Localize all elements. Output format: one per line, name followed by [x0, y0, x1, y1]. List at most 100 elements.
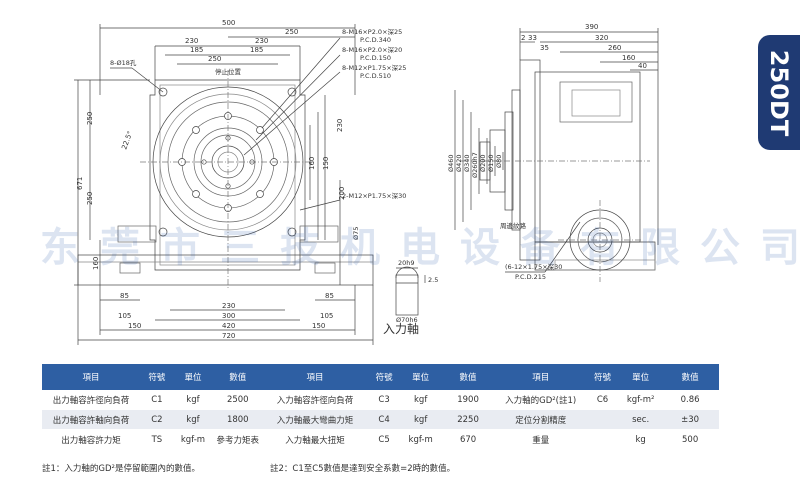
table-cell: 0.86: [661, 390, 719, 410]
table-cell: kgf-m: [401, 429, 440, 450]
table-cell: 2250: [439, 409, 497, 430]
spec-header-row: 項目 符號 單位 數值 項目 符號 單位 數值 項目 符號 單位 數值: [42, 364, 719, 390]
footnote-2: 註2：C1至C5數值是達到安全系數=2時的數值。: [270, 464, 456, 474]
side-callout-pcd: P.C.D.215: [515, 273, 546, 281]
table-cell: C1: [139, 390, 174, 410]
table-cell: 入力軸的GD²(註1): [496, 390, 585, 410]
table-cell: 1800: [212, 409, 264, 430]
dia-420: Ø420: [455, 154, 463, 172]
dim-185-top: 185: [190, 46, 203, 54]
side-callout: (6-12×1.75×深30: [505, 262, 562, 271]
dim-150-bottom-right: 150: [312, 322, 325, 330]
table-cell: C4: [366, 409, 402, 430]
dim-720: 720: [222, 332, 235, 340]
dim-105-left: 105: [118, 312, 131, 320]
table-row: 出力軸容許力矩 TS kgf-m 參考力矩表 入力軸最大扭矩 C5 kgf-m …: [42, 429, 719, 450]
dim-250-left: 250: [86, 112, 94, 125]
shaft-section: [395, 266, 426, 316]
side-dimension-labels: 390 2 33 35 320 260 160 40 Ø460 Ø420 Ø34…: [447, 23, 647, 281]
header-value-2: 數值: [439, 364, 497, 390]
header-unit-3: 單位: [620, 364, 662, 390]
table-cell: 入力軸最大彎曲力矩: [263, 409, 367, 430]
dim-671: 671: [76, 177, 84, 190]
dim-150-bottom-left: 150: [128, 322, 141, 330]
header-symbol-2: 符號: [366, 364, 402, 390]
table-cell: 出力軸容許徑向負荷: [42, 390, 140, 410]
hole-callout: 8-Ø18孔: [110, 59, 137, 67]
dim-2: 2: [521, 34, 525, 42]
table-cell: ±30: [661, 409, 719, 430]
table-cell: kgf: [173, 390, 213, 410]
table-cell: TS: [139, 429, 174, 450]
shaft-labels: 20h9 2.5 Ø70h6 Ø75: [352, 227, 438, 324]
dim-320: 320: [595, 34, 608, 42]
callout-2: 8-M16×P2.0×深20: [342, 45, 402, 54]
dim-40: 40: [638, 62, 647, 70]
wire-label: 周邊紋路: [500, 221, 527, 230]
dim-300: 300: [222, 312, 235, 320]
table-cell: sec.: [620, 409, 662, 430]
dia-150: Ø150: [487, 154, 495, 172]
shaft-key-depth: 2.5: [428, 276, 438, 284]
shaft-diameter: Ø70h6: [396, 316, 418, 324]
table-cell: C5: [366, 429, 402, 450]
dim-230-top: 230: [185, 37, 198, 45]
callout-1: 8-M16×P2.0×深25: [342, 27, 402, 36]
dim-250-inner: 250: [208, 55, 221, 63]
dim-160-right: 160: [308, 157, 316, 170]
table-cell: 670: [439, 429, 497, 450]
dim-85-left: 85: [120, 292, 129, 300]
header-symbol-3: 符號: [585, 364, 621, 390]
dim-390: 390: [585, 23, 598, 31]
dim-85-right: 85: [325, 292, 334, 300]
header-symbol-1: 符號: [139, 364, 174, 390]
dim-260: 260: [608, 44, 621, 52]
dim-160-left: 160: [92, 257, 100, 270]
shaft-caption: 入力軸: [383, 322, 420, 336]
header-item-2: 項目: [263, 364, 367, 390]
header-unit-2: 單位: [401, 364, 440, 390]
callout-3-pcd: P.C.D.510: [360, 72, 391, 80]
dia-260h7: Ø260h7: [471, 152, 479, 178]
front-view: [74, 24, 374, 345]
header-item-3: 項目: [496, 364, 585, 390]
dim-200-right: 200: [338, 187, 346, 200]
dia-460: Ø460: [447, 154, 455, 172]
dia-200: Ø200: [479, 154, 487, 172]
callout-labels: 8-M16×P2.0×深25 P.C.D.340 8-M16×P2.0×深20 …: [342, 27, 406, 200]
dim-160-side: 160: [622, 54, 635, 62]
table-cell: 500: [661, 429, 719, 450]
technical-drawing: 500 250 230 230 185 185 250 停止位置 8-Ø18孔 …: [74, 19, 659, 345]
table-cell: 重量: [496, 429, 585, 450]
table-cell: kgf: [401, 390, 440, 410]
header-value-1: 數值: [212, 364, 264, 390]
callout-2-pcd: P.C.D.150: [360, 54, 391, 62]
table-cell: C3: [366, 390, 402, 410]
dim-33: 33: [528, 34, 537, 42]
table-cell: kgf-m: [173, 429, 213, 450]
table-cell: 入力軸容許徑向負荷: [263, 390, 367, 410]
model-label: 250DT: [765, 49, 793, 136]
table-row: 出力軸容許軸向負荷 C2 kgf 1800 入力軸最大彎曲力矩 C4 kgf 2…: [42, 409, 719, 430]
shaft-flange-dia: Ø75: [352, 227, 360, 240]
dim-angle: 22.5°: [120, 130, 134, 151]
dim-250-top: 250: [285, 28, 298, 36]
side-view: [454, 28, 659, 282]
table-cell: kgf: [173, 409, 213, 430]
dim-230-top-r: 230: [255, 37, 268, 45]
table-cell: 參考力矩表: [212, 429, 264, 450]
dia-340: Ø340: [463, 154, 471, 172]
table-cell: 1900: [439, 390, 497, 410]
dim-500: 500: [222, 19, 235, 27]
table-cell: C6: [585, 390, 621, 410]
footnote-1: 註1：入力軸的GD²是停留範圍內的數值。: [42, 464, 200, 474]
callout-3: 8-M12×P1.75×深25: [342, 63, 406, 72]
dim-250-left-b: 250: [86, 192, 94, 205]
dia-80: Ø80: [495, 155, 503, 168]
table-cell: 入力軸最大扭矩: [263, 429, 367, 450]
table-cell: kg: [620, 429, 662, 450]
table-cell: kgf: [401, 409, 440, 430]
dim-185-top-r: 185: [250, 46, 263, 54]
callout-1-pcd: P.C.D.340: [360, 36, 391, 44]
dim-420: 420: [222, 322, 235, 330]
